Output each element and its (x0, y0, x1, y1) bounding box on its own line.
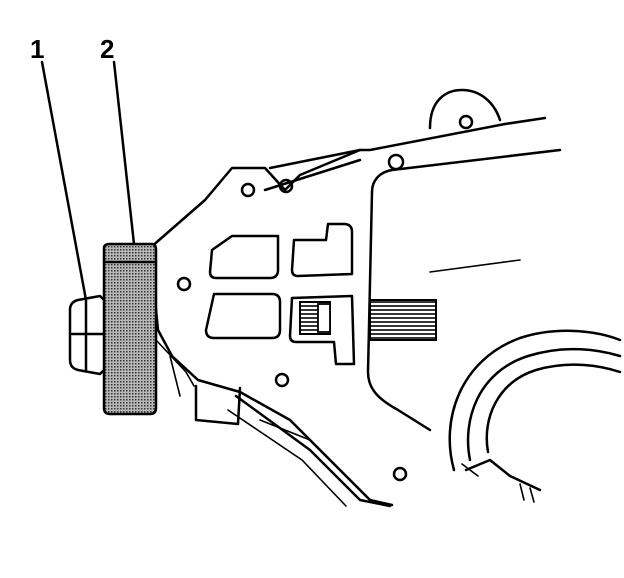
flange-lower-edge (238, 390, 394, 507)
housing-top-rib (268, 148, 362, 170)
bolt-hole (240, 182, 256, 198)
linkage-upper (155, 339, 195, 387)
case-panel-left (366, 190, 432, 432)
window-upper-left (208, 234, 280, 280)
housing-top-edge (148, 116, 547, 250)
bore-ring-2 (485, 363, 622, 454)
linkage-upper-detail (169, 355, 181, 397)
bolt-hole (274, 372, 290, 388)
seal-bore (448, 329, 622, 503)
linkage-rod-inner (227, 409, 347, 507)
callout-2-leader (112, 60, 136, 246)
linkage-rod-outer (234, 394, 392, 508)
knurled-sleeve (102, 242, 158, 416)
seal-lip (464, 458, 542, 492)
linkage-rod-detail (259, 419, 311, 441)
threaded-stud (369, 299, 437, 341)
puller-body (102, 242, 158, 416)
bolt-hole (176, 276, 192, 292)
linkage-block (194, 384, 242, 426)
seal-detail (519, 483, 535, 503)
callout-1: 1 (30, 34, 88, 302)
window-lower-right (288, 294, 356, 366)
bolt-hole (387, 153, 405, 171)
callout-1-label: 1 (30, 34, 44, 64)
flange-left-edge (148, 246, 242, 394)
bolt-hole (392, 466, 408, 482)
callout-1-leader (40, 60, 88, 302)
bolt-hole (278, 178, 294, 194)
seal-detail (461, 463, 479, 477)
passage-windows (204, 222, 356, 366)
forcing-bolt (68, 294, 106, 376)
window-lower-left (204, 292, 282, 340)
lower-linkage (155, 339, 392, 508)
bore-outer (448, 329, 622, 472)
ear-bolt-hole (458, 114, 474, 130)
callout-2: 2 (100, 34, 136, 246)
stud-thread (369, 299, 437, 341)
case-panel-top (370, 148, 562, 194)
case-panel-line (429, 259, 521, 273)
callout-2-label: 2 (100, 34, 114, 64)
window-upper-right (290, 222, 354, 278)
housing (148, 88, 562, 507)
slotted-insert-cap (317, 303, 331, 333)
bore-ring-1 (466, 347, 622, 462)
mounting-ear (428, 88, 502, 130)
